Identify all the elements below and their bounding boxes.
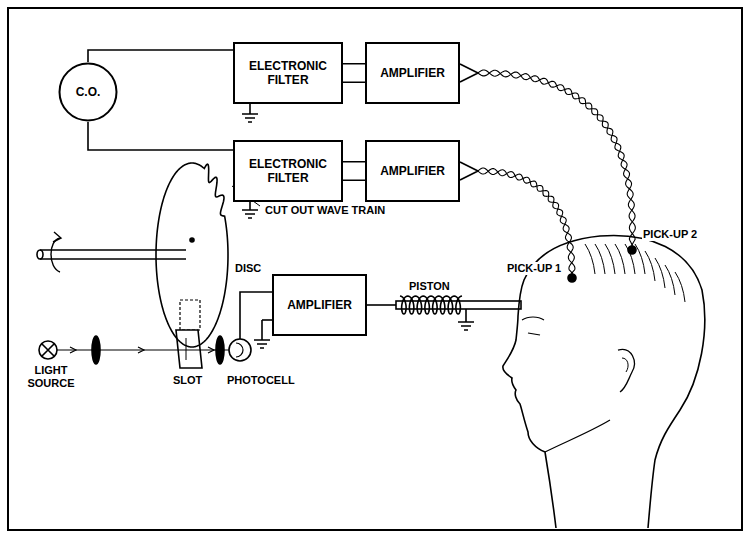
node-text: AMPLIFIER: [376, 164, 449, 178]
amplifier-wire: [367, 304, 398, 306]
head-profile: [545, 420, 610, 452]
signal-wire: [343, 64, 365, 83]
part-label: CUT OUT WAVE TRAIN: [264, 204, 386, 217]
head-profile: [528, 333, 540, 335]
filter-box: ELECTRONIC FILTER: [233, 42, 343, 104]
twisted-pair-wire: [478, 70, 635, 246]
part-label: DISC: [234, 262, 262, 275]
head-profile: [503, 235, 705, 528]
amplifier-wire: [460, 162, 478, 180]
twisted-pair-wire: [478, 168, 574, 274]
lens: [92, 336, 100, 364]
hair-hatching: [585, 244, 685, 302]
oscillator-outline: [60, 64, 117, 121]
head-profile: [503, 235, 705, 528]
head-profile: [522, 317, 544, 320]
photocell: [236, 343, 243, 357]
lens: [92, 336, 224, 364]
pick-up-electrode: [628, 246, 636, 254]
slot: [176, 300, 202, 368]
node-text: ELECTRONIC FILTER: [235, 59, 341, 88]
hair-hatching: [645, 251, 655, 281]
lens: [216, 336, 224, 364]
part-label: PISTON: [408, 280, 451, 293]
frame-border: [8, 8, 742, 530]
disc: [156, 163, 228, 347]
amplifier-box: AMPLIFIER: [365, 42, 460, 104]
light-beam: [57, 347, 229, 353]
amplifier-wire: [240, 292, 272, 339]
disc-center: [190, 238, 194, 242]
hair-hatching: [585, 244, 595, 274]
slot: [180, 300, 200, 330]
pick-up-electrode: [568, 274, 576, 282]
light-source: [39, 341, 57, 359]
piston-coil: [400, 296, 462, 314]
electrode-label: PICK-UP 2: [642, 228, 698, 241]
axle: [37, 232, 186, 272]
piston-rod: [396, 301, 521, 309]
ground-symbol: [254, 320, 270, 348]
axle: [37, 250, 43, 259]
signal-wire: [343, 162, 365, 181]
head-profile: [618, 349, 634, 392]
amplifier-wire: [262, 319, 272, 321]
twisted-pair-wire: [478, 70, 635, 274]
node-text: C.O.: [72, 85, 105, 99]
axle: [51, 238, 60, 272]
hair-hatching: [615, 244, 625, 274]
node-text: AMPLIFIER: [376, 66, 449, 80]
head-profile: [622, 358, 628, 372]
hair-hatching: [605, 244, 615, 274]
disc-center: [190, 238, 194, 242]
hair-hatching: [595, 244, 605, 274]
piston-rod: [396, 301, 521, 309]
photocell: [229, 339, 251, 361]
ground-symbol: [242, 202, 258, 218]
hair-hatching: [655, 258, 665, 288]
signal-wire: [88, 50, 233, 62]
hair-hatching: [625, 244, 635, 274]
piston-coil: [400, 296, 462, 314]
hair-hatching: [665, 265, 675, 295]
amplifier-wire: [460, 64, 478, 82]
twisted-pair-wire: [478, 169, 575, 274]
node-text: AMPLIFIER: [283, 298, 356, 312]
light-source: [42, 344, 54, 356]
slot: [186, 338, 187, 360]
hair-hatching: [675, 272, 685, 302]
amplifier-box: AMPLIFIER: [272, 274, 367, 336]
part-label: SLOT: [172, 374, 203, 387]
photocell: [229, 339, 251, 361]
amplifier-box: AMPLIFIER: [365, 140, 460, 202]
signal-wire: [88, 122, 233, 150]
light-source: [39, 341, 57, 359]
axle: [40, 250, 186, 259]
part-label: PHOTOCELL: [226, 374, 296, 387]
disc: [156, 163, 228, 347]
slot: [176, 330, 202, 368]
part-label: LIGHT SOURCE: [22, 364, 80, 389]
pick-up-electrode: [568, 246, 636, 282]
electrode-label: PICK-UP 1: [506, 262, 562, 275]
filter-box: ELECTRONIC FILTER: [233, 140, 343, 202]
ground-symbol: [242, 104, 258, 122]
axle: [53, 232, 61, 242]
oscillator-circle: C.O.: [58, 62, 118, 122]
twisted-pair-wire: [478, 70, 635, 246]
node-text: ELECTRONIC FILTER: [235, 157, 341, 186]
